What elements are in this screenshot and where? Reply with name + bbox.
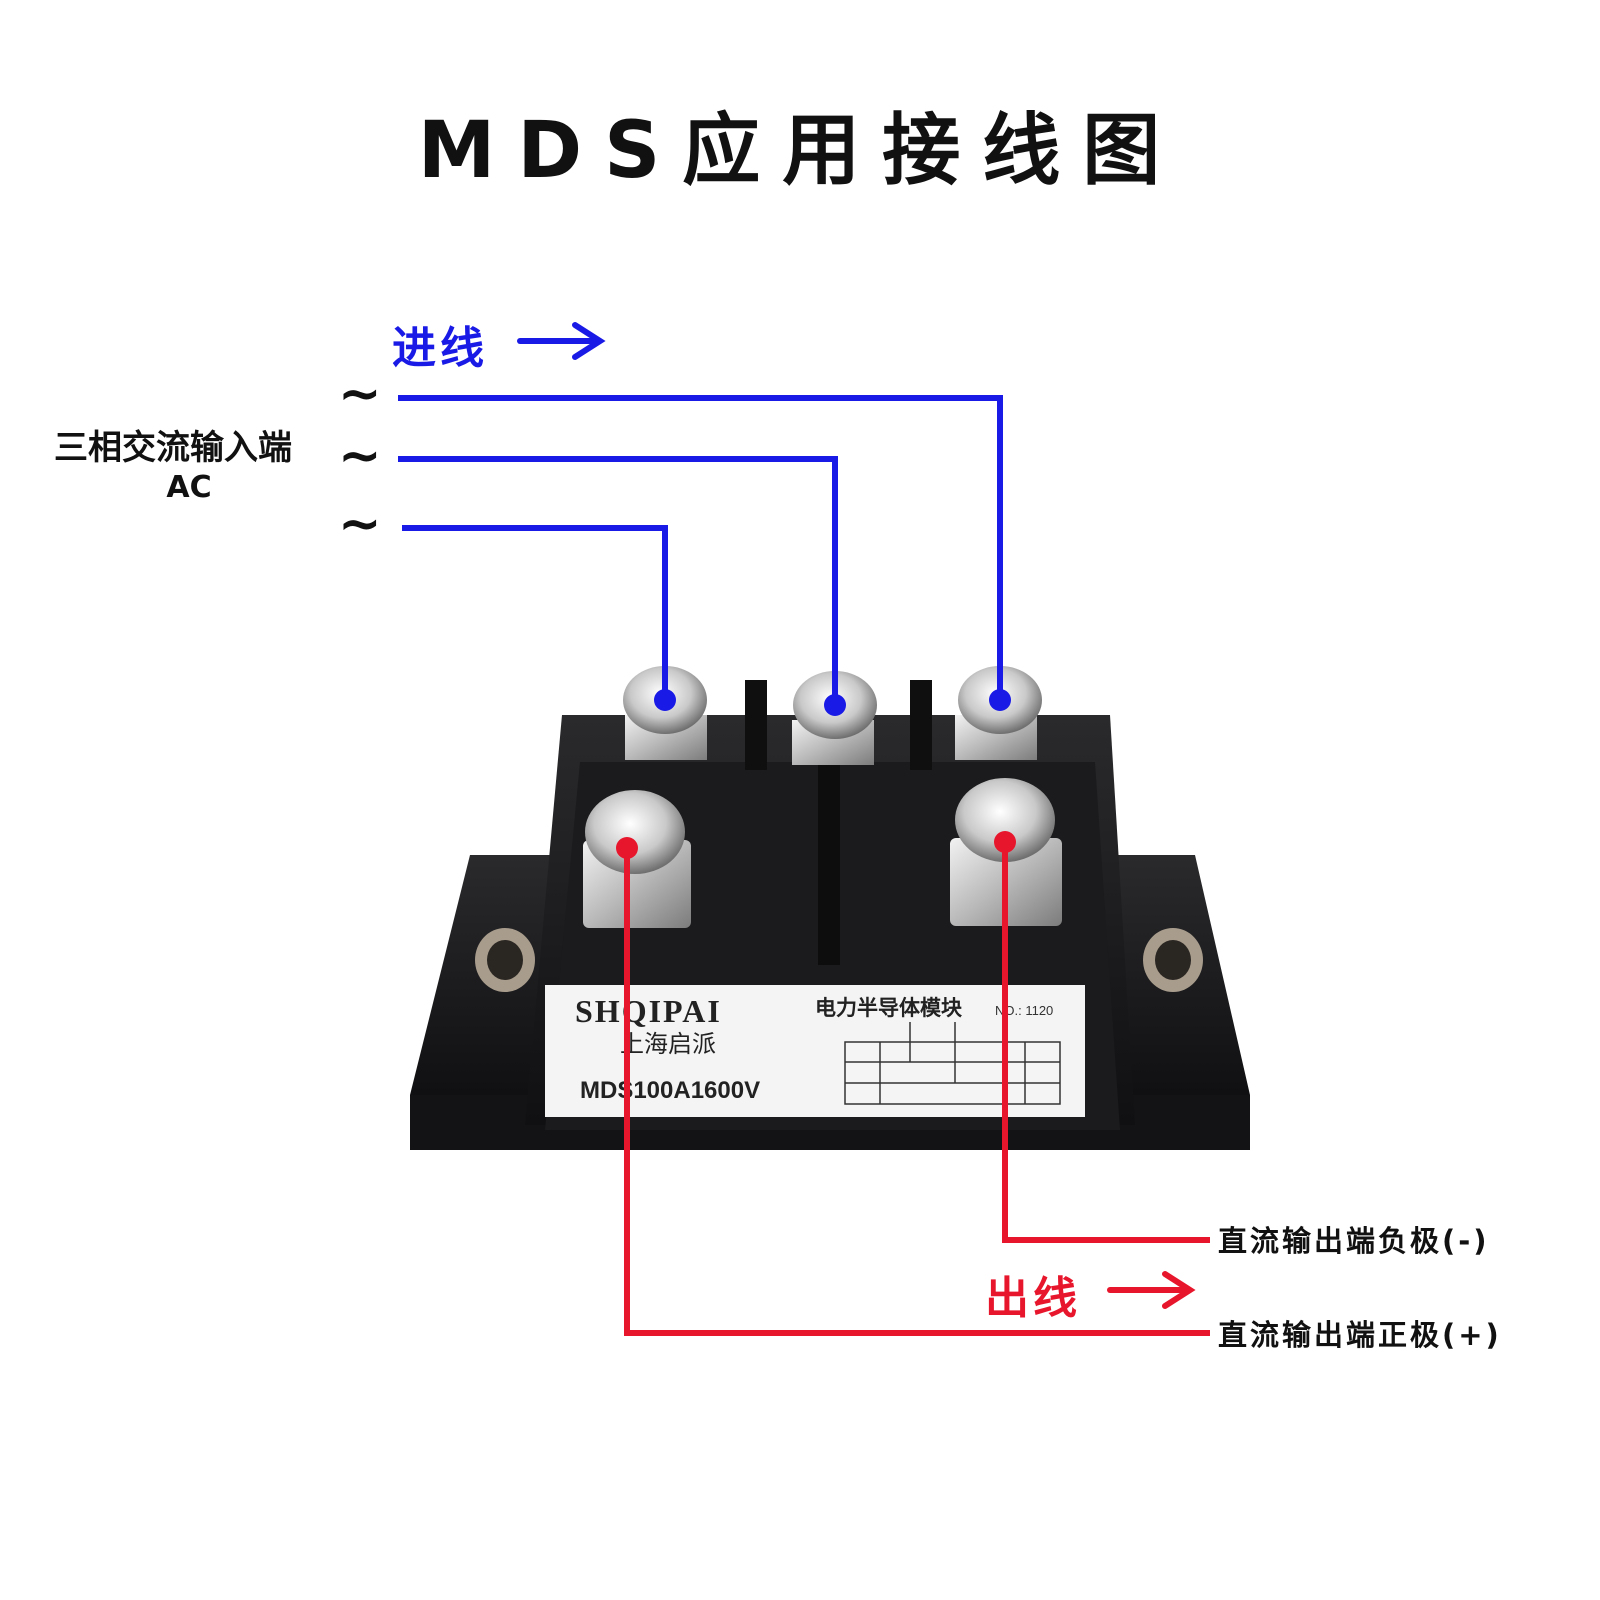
module-brand-cn: 上海启派 xyxy=(620,1030,716,1058)
dc-terminal-positive xyxy=(583,790,691,928)
dc-positive-label: 直流输出端正极(+) xyxy=(1218,1318,1502,1352)
dc-output-wires xyxy=(624,840,1210,1336)
ac-wire-2 xyxy=(398,456,838,705)
dc-wire-negative xyxy=(1002,840,1210,1243)
module-type: 电力半导体模块 xyxy=(815,996,963,1020)
ac-terminal-2 xyxy=(792,671,877,765)
module-number: NO.: 1120 xyxy=(995,1003,1053,1018)
module-brand: SHQIPAI xyxy=(575,993,722,1029)
page-title: MDS应用接线图 xyxy=(417,106,1183,196)
incoming-label: 进线 xyxy=(392,323,488,374)
ac-phase-symbol-2: ~ xyxy=(338,426,382,486)
ac-phase-symbol-1: ~ xyxy=(338,364,382,424)
ac-wire-1 xyxy=(398,395,1003,700)
ac-phase-symbol-3: ~ xyxy=(338,494,382,554)
module-model: MDS100A1600V xyxy=(580,1077,760,1104)
outgoing-arrow-icon xyxy=(1107,1271,1196,1309)
ac-wire-3 xyxy=(402,525,668,700)
bridge-schematic xyxy=(844,1022,1061,1105)
ac-input-wires xyxy=(398,395,1003,705)
module-label-plate xyxy=(545,985,1085,1117)
incoming-arrow-icon xyxy=(517,322,606,360)
dc-negative-label: 直流输出端负极(-) xyxy=(1218,1224,1490,1258)
ac-input-sub: AC xyxy=(166,470,212,505)
outgoing-label: 出线 xyxy=(985,1273,1081,1324)
ac-input-label: 三相交流输入端 xyxy=(54,428,292,468)
dc-wire-positive xyxy=(624,845,1210,1336)
